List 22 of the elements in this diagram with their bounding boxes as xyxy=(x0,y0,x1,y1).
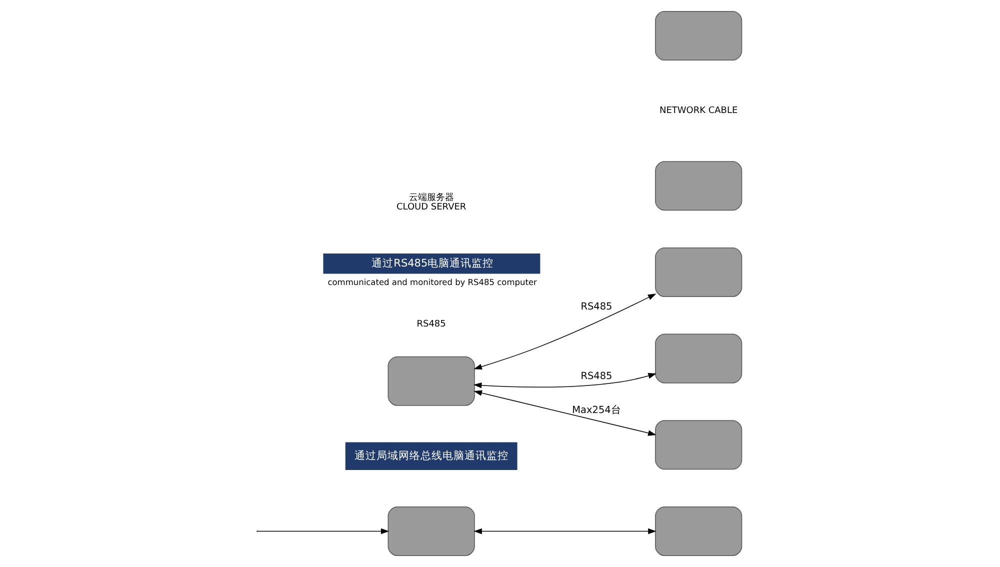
node-box xyxy=(654,420,742,470)
node-box xyxy=(654,161,742,211)
node-box: 通过局域网络总线电脑通讯监控 xyxy=(344,442,517,470)
arrow xyxy=(472,373,656,388)
node-box xyxy=(387,506,474,556)
edge-label: Max254台 xyxy=(572,404,620,416)
node-label: communicated and monitored by RS485 computer xyxy=(327,276,536,287)
edge-label: RS485 xyxy=(580,301,612,312)
node-box xyxy=(654,247,742,297)
label: RS485 xyxy=(416,319,446,330)
arrow xyxy=(473,528,656,534)
label: NETWORK CABLE xyxy=(658,106,738,116)
edge-label: RS485 xyxy=(580,371,612,382)
node-box xyxy=(654,11,742,61)
node-text: 云端服务器 CLOUD SERVER xyxy=(396,192,466,213)
node-box: 通过RS485电脑通讯监控 xyxy=(322,253,540,274)
node-box xyxy=(654,334,742,384)
arrow xyxy=(473,294,656,370)
node-box xyxy=(654,506,742,556)
arrow xyxy=(473,390,656,436)
arrow xyxy=(256,528,389,534)
node-box xyxy=(387,356,474,406)
